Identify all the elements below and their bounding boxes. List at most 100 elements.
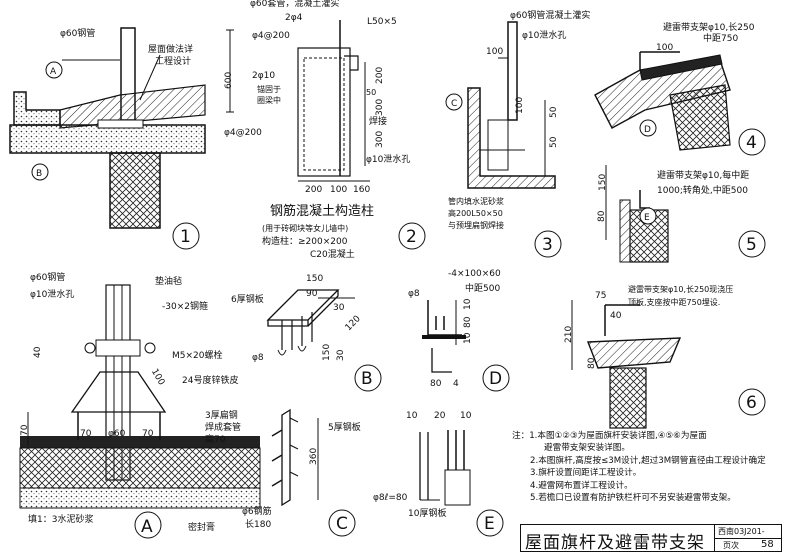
- dd-steel: -4×100×60: [448, 269, 501, 279]
- d4-mark-d: D: [644, 125, 651, 135]
- d2-stirrup-top: φ4@200: [252, 31, 290, 41]
- d1-mark-b: B: [36, 169, 42, 179]
- detail-1-number-circle: [172, 222, 200, 250]
- d5-dim-150: 150: [598, 174, 608, 191]
- d4-number: 4: [746, 133, 757, 153]
- db-dim-30: 30: [333, 303, 345, 313]
- db-dim-8: φ8: [252, 353, 264, 363]
- d6-dim-40: 40: [610, 311, 622, 321]
- d2-hole: φ10泄水孔: [366, 153, 410, 165]
- title-mid-line: [714, 538, 782, 539]
- d2-anchor-bar: 2φ10: [252, 71, 275, 81]
- detail-a-mark-circle: [134, 511, 162, 539]
- d4-spacing: 中距750: [703, 32, 738, 44]
- note-line-3: 2.本图旗杆,高度按≤3M设计,超过3M钢管直径由工程设计确定: [530, 455, 766, 466]
- detail-b-mark-circle: [354, 364, 382, 392]
- detail-e: 10 20 10 φ8ℓ=80 10厚钢板 E: [373, 411, 504, 537]
- dd-spacing: 中距500: [465, 282, 500, 294]
- d3-dim-50b: 50: [549, 136, 559, 148]
- detail-6: 避雷带支架φ10,长250现浇压 顶板,支座按中距750埋设. 75 40 21…: [564, 284, 766, 429]
- d6-note2: 顶板,支座按中距750埋设.: [628, 297, 720, 307]
- db-mark: B: [361, 369, 373, 389]
- d3-note3: 与预埋扁钢焊接: [448, 220, 504, 230]
- de-plate: 10厚钢板: [408, 507, 446, 519]
- detail-2-number-circle: [398, 222, 426, 250]
- detail-5: 避雷带支架φ10,每中距 1000;转角处,中距500 150 80 E 5: [597, 165, 766, 263]
- detail-3-number-circle: [534, 230, 562, 258]
- d3-dim-100b: 100: [515, 97, 525, 114]
- page-number: 58: [761, 539, 774, 550]
- db-plate: 6厚钢板: [231, 293, 264, 305]
- d3-dim-100: 100: [486, 47, 503, 57]
- da-pad: 垫油毡: [155, 275, 182, 287]
- de-mark: E: [484, 514, 495, 534]
- detail-e-mark-circle: [476, 509, 504, 537]
- d3-note1: 管内填水泥砂浆: [448, 196, 504, 206]
- de-dim-10a: 10: [406, 411, 418, 421]
- db-dim-150: 150: [306, 274, 323, 284]
- d5-spacing: 1000;转角处,中距500: [657, 184, 748, 196]
- da-mark: A: [141, 517, 153, 537]
- d2-dim-b200: 200: [305, 185, 322, 195]
- da-dim-70a: 70: [80, 429, 92, 439]
- callout-d-circle: [639, 119, 657, 137]
- detail-d: -4×100×60 中距500 φ8 10 80 10 80 4 D: [408, 269, 510, 392]
- dc-mark: C: [336, 514, 348, 534]
- dd-bar: φ8: [408, 289, 420, 299]
- d2-top-cut: φ60套管，混凝土灌实: [250, 0, 339, 9]
- da-seal: 密封膏: [188, 521, 215, 533]
- db-dim-150b: 150: [322, 344, 332, 361]
- page-label: 页次: [723, 541, 739, 550]
- d3-pipe: φ60钢管混凝土灌实: [510, 9, 590, 21]
- detail-a: φ60钢管 φ10泄水孔 垫油毡 -30×2钢箍 M5×20螺栓 24号度锌铁皮…: [19, 271, 261, 539]
- d1-pipe-label: φ60钢管: [60, 27, 95, 39]
- db-dim-90: 90: [306, 289, 318, 299]
- de-bar: φ8ℓ=80: [373, 493, 408, 503]
- da-hole: φ10泄水孔: [30, 288, 74, 300]
- d2-bar-top: 2φ4: [285, 13, 303, 23]
- d2-sub3: C20混凝土: [310, 248, 355, 260]
- de-dim-10b: 10: [460, 411, 472, 421]
- detail-1: φ60钢管 屋面做法详 工程设计 A B 1: [9, 27, 206, 250]
- d2-sub1: (用于砖砌块等女儿墙中): [262, 223, 348, 233]
- d2-angle: L50×5: [367, 17, 397, 27]
- dd-dim-10b: 10: [463, 332, 473, 344]
- da-plate: -30×2钢箍: [162, 300, 208, 312]
- atlas-code: 西南03J201-: [718, 527, 765, 536]
- da-sheet: 24号度锌铁皮: [182, 374, 238, 386]
- title-block: 屋面旗杆及避雷带支架 西南03J201- 页次 58: [520, 524, 782, 553]
- sheet-title: 屋面旗杆及避雷带支架: [525, 533, 705, 553]
- detail-2: φ60套管，混凝土灌实 2φ4 φ4@200 L50×5 600 2φ10 锚固…: [224, 0, 426, 260]
- detail-6-number-circle: [738, 388, 766, 416]
- d1-roof-finish-1: 屋面做法详: [148, 43, 193, 55]
- note-line-2: 避雷带支架安装详图。: [544, 443, 630, 454]
- dc-len: 长180: [245, 518, 271, 530]
- d6-dim-80: 80: [587, 357, 597, 369]
- da-flat-3: 高70: [205, 433, 226, 445]
- dd-dim-80b: 80: [430, 379, 442, 389]
- d2-number: 2: [406, 227, 417, 247]
- d2-title: 钢筋混凝土构造柱: [270, 203, 374, 219]
- de-dim-20: 20: [434, 411, 446, 421]
- dc-dim-360: 360: [309, 448, 319, 465]
- d1-roof-finish-2: 工程设计: [155, 55, 191, 67]
- d2-dim-200: 200: [375, 67, 385, 84]
- d6-dim-210: 210: [564, 326, 574, 343]
- d1-mark-a: A: [50, 67, 57, 77]
- d6-number: 6: [746, 393, 757, 413]
- note-line-6: 5.若檐口已设置有防护铁栏杆可不另安装避雷带支架。: [530, 493, 736, 504]
- d2-dim-b100: 100: [330, 185, 347, 195]
- detail-d-mark-circle: [482, 364, 510, 392]
- detail-c-mark-circle: [328, 509, 356, 537]
- dd-dim-80: 80: [463, 316, 473, 328]
- dc-bar: φ6钢筋: [242, 505, 272, 517]
- da-dim-70: 70: [20, 424, 30, 436]
- general-notes: 注：1.本图①②③为屋面旗杆安装详图,④⑤⑥为屋面 避雷带支架安装详图。 2.本…: [512, 430, 782, 504]
- detail-3: φ60钢管混凝土灌实 φ10泄水孔 100 50 50 100 C 管内填水泥砂…: [445, 9, 590, 258]
- da-dim-100: 100: [149, 367, 166, 387]
- dc-plate: 5厚钢板: [328, 421, 361, 433]
- d2-weld: 焊接: [369, 115, 387, 127]
- note-line-4: 3.旗杆设置间距详工程设计。: [530, 468, 642, 479]
- d5-bracket: 避雷带支架φ10,每中距: [657, 169, 749, 181]
